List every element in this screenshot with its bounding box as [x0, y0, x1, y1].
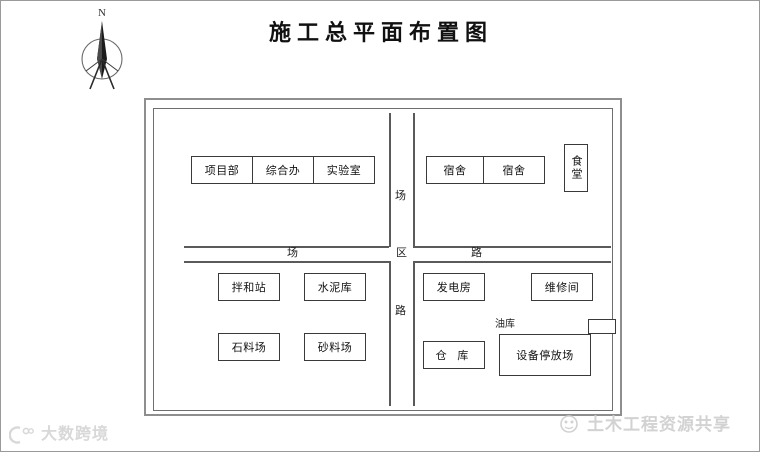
road-label-horizontal-lu: 路 [471, 247, 482, 259]
facility-box-repair-room[interactable]: 维修间 [531, 273, 593, 301]
watermark-left: 大数跨境 [9, 425, 109, 445]
road-label-center-qu: 区 [396, 247, 407, 259]
watermark-right: 土木工程资源共享 [557, 413, 731, 435]
facility-box-dormitory-1[interactable]: 宿舍 [426, 156, 484, 184]
facility-box-sand-yard[interactable]: 砂料场 [304, 333, 366, 361]
watermark-left-text: 大数跨境 [41, 426, 110, 443]
road-horizontal-upper-left [184, 246, 389, 248]
facility-box-oil-tank[interactable] [588, 319, 616, 334]
watermark-right-text: 土木工程资源共享 [587, 414, 731, 434]
facility-box-canteen[interactable]: 食堂 [564, 144, 588, 192]
compass-rose-svg [81, 21, 123, 90]
road-label-vertical-chang: 场 [395, 190, 406, 202]
compass-rose-icon: N [63, 7, 141, 91]
facility-box-general-office[interactable]: 综合办 [252, 156, 314, 184]
page-title: 施工总平面布置图 [268, 20, 493, 45]
road-label-horizontal-chang: 场 [287, 247, 298, 259]
facility-box-power-house[interactable]: 发电房 [423, 273, 485, 301]
watermark-left-logo-icon [9, 426, 34, 444]
plan-inner-frame [153, 108, 613, 411]
road-vertical-right-lower [413, 261, 415, 406]
facility-box-stone-yard[interactable]: 石料场 [218, 333, 280, 361]
road-vertical-left-lower [389, 261, 391, 406]
road-horizontal-upper-right [413, 246, 611, 248]
facility-box-equipment-parking[interactable]: 设备停放场 [499, 334, 591, 376]
road-vertical-left-upper [389, 113, 391, 247]
compass-north-label: N [98, 7, 106, 19]
watermark-right-logo-icon [560, 415, 578, 433]
oil-depot-label: 油库 [495, 319, 515, 330]
road-horizontal-lower-right [413, 261, 611, 263]
facility-box-project-department[interactable]: 项目部 [191, 156, 253, 184]
facility-box-warehouse[interactable]: 仓 库 [423, 341, 485, 369]
road-label-vertical-lu: 路 [395, 305, 406, 317]
road-horizontal-lower-left [184, 261, 389, 263]
facility-box-mixing-station[interactable]: 拌和站 [218, 273, 280, 301]
facility-box-cement-warehouse[interactable]: 水泥库 [304, 273, 366, 301]
facility-box-laboratory[interactable]: 实验室 [313, 156, 375, 184]
facility-box-dormitory-2[interactable]: 宿舍 [483, 156, 545, 184]
road-vertical-right-upper [413, 113, 415, 247]
